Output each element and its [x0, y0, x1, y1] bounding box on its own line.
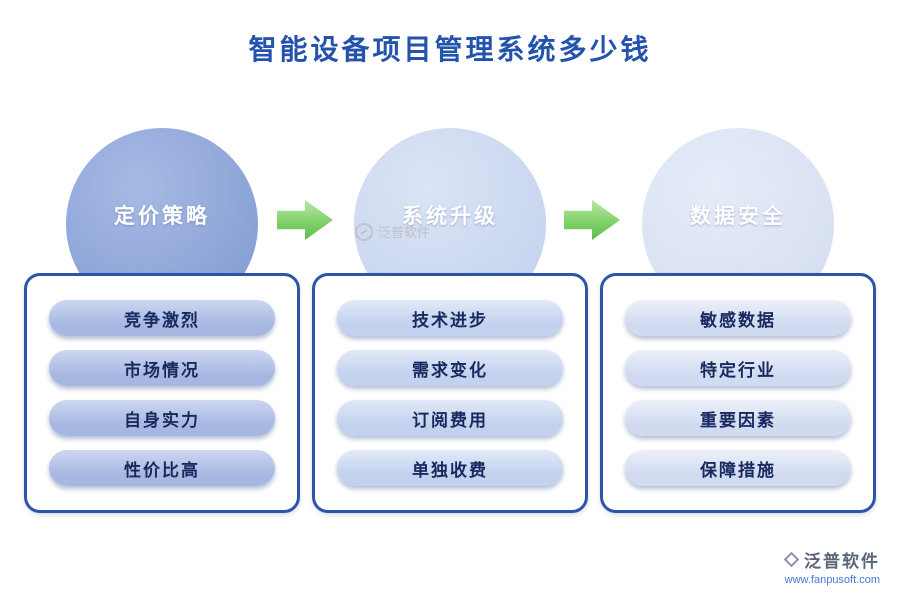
list-item: 技术进步 [337, 300, 563, 336]
list-item: 订阅费用 [337, 400, 563, 436]
list-item: 敏感数据 [625, 300, 851, 336]
brand-logo-icon [783, 551, 800, 568]
list-item: 单独收费 [337, 450, 563, 486]
item-box-pricing: 竞争激烈 市场情况 自身实力 性价比高 [24, 273, 300, 513]
watermark: 泛普软件 [355, 222, 430, 241]
item-box-upgrade: 技术进步 需求变化 订阅费用 单独收费 [312, 273, 588, 513]
list-item: 需求变化 [337, 350, 563, 386]
list-item: 特定行业 [625, 350, 851, 386]
brand-footer: 泛普软件 www.fanpusoft.com [783, 547, 880, 586]
watermark-text: 泛普软件 [378, 225, 431, 240]
list-item: 市场情况 [49, 350, 275, 386]
stage-circle-label: 定价策略 [114, 205, 210, 228]
list-item: 自身实力 [49, 400, 275, 436]
page-title: 智能设备项目管理系统多少钱 [248, 34, 652, 65]
brand-url: www.fanpusoft.com [784, 574, 880, 586]
brand-line: 泛普软件 [783, 547, 880, 572]
arrow-right-icon [564, 200, 620, 240]
list-item: 保障措施 [625, 450, 851, 486]
stage-circle-label: 数据安全 [690, 205, 786, 228]
list-item: 性价比高 [49, 450, 275, 486]
watermark-logo-icon [355, 222, 373, 241]
item-box-security: 敏感数据 特定行业 重要因素 保障措施 [600, 273, 876, 513]
list-item: 竞争激烈 [49, 300, 275, 336]
brand-name: 泛普软件 [804, 552, 880, 571]
arrow-right-icon [277, 200, 333, 240]
stage-circle-label: 系统升级 [402, 205, 498, 228]
list-item: 重要因素 [625, 400, 851, 436]
